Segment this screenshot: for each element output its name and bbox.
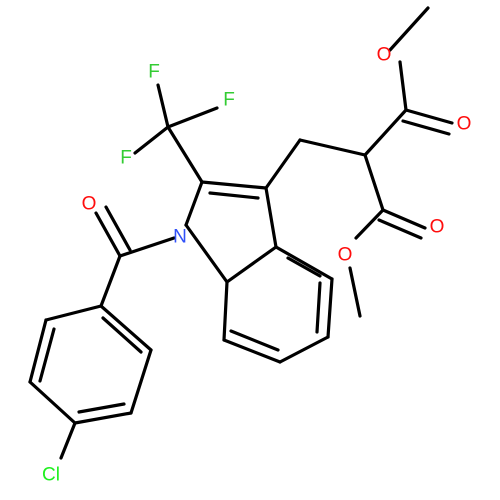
atom-label-carbonyl-oxygen: O <box>82 194 97 215</box>
atom-label-carbonyl-oxygen: O <box>430 217 445 238</box>
atom-label-ester-oxygen: O <box>377 45 392 66</box>
atom-label-chlorine: Cl <box>42 465 60 486</box>
atom-label-nitrogen: N <box>173 227 187 248</box>
atom-label-carbonyl-oxygen: O <box>457 114 472 135</box>
atom-label-ester-oxygen: O <box>338 245 353 266</box>
bond-lines <box>28 6 454 460</box>
atom-label-fluorine: F <box>120 148 132 169</box>
atom-label-fluorine: F <box>148 62 160 83</box>
atom-labels: F F F O N O O O O Cl <box>42 45 471 486</box>
atom-label-fluorine: F <box>223 90 235 111</box>
